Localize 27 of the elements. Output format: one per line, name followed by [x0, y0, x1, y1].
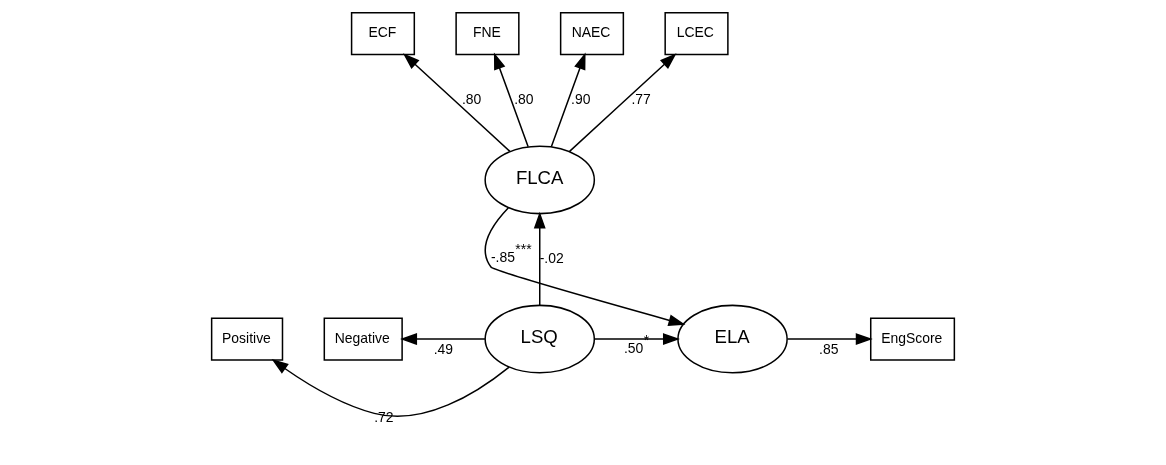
node-box: NAEC — [559, 11, 625, 56]
edge-label: .80 — [461, 90, 482, 107]
arrow — [400, 333, 486, 345]
arrow — [533, 211, 546, 306]
node-ellipse: FLCA — [484, 145, 596, 215]
arrow — [593, 333, 680, 345]
edge-label: .80 — [514, 90, 534, 107]
node-ellipse: LSQ — [484, 304, 596, 374]
arrow — [402, 53, 511, 153]
node-box: Negative — [323, 317, 403, 361]
arrow — [271, 358, 510, 418]
node-box: ECF — [350, 11, 416, 56]
edge-label: .77 — [631, 90, 651, 107]
arrow — [550, 52, 586, 148]
arrow — [493, 52, 529, 148]
node-ellipse: ELA — [677, 304, 788, 374]
edge-label: .90 — [571, 90, 591, 107]
arrow — [786, 333, 873, 345]
node-box: LCEC — [664, 11, 729, 56]
node-box: Positive — [210, 317, 284, 361]
arrow — [568, 53, 677, 153]
edge-label: .49 — [433, 340, 454, 357]
edge-label: -.02 — [539, 250, 564, 267]
arrow — [484, 207, 686, 326]
node-box: EngScore — [869, 317, 956, 361]
node-box: FNE — [455, 11, 520, 56]
edge-label: .85 — [819, 340, 839, 357]
